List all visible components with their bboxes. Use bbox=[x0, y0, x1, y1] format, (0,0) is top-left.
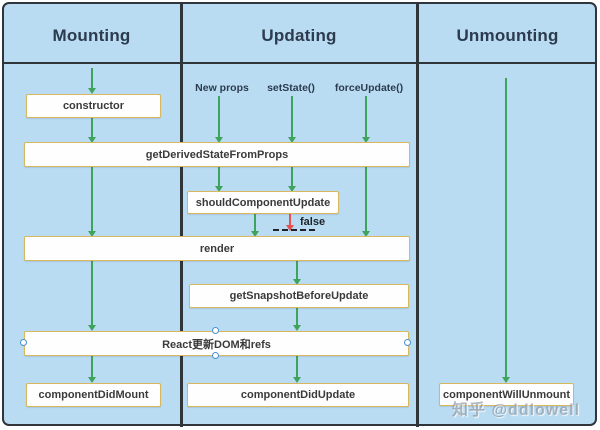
false-branch-dashed-line bbox=[273, 229, 315, 231]
arrow-forceupdate-to-gdsfp bbox=[362, 96, 370, 143]
node-constructor[interactable]: constructor bbox=[26, 94, 161, 118]
arrow-reactdom-to-componentdidmount bbox=[88, 356, 96, 383]
arrow-gdsfp-to-scu-right bbox=[288, 167, 296, 192]
header-separator-line bbox=[3, 62, 597, 64]
arrow-header-to-constructor bbox=[88, 68, 96, 94]
node-component-did-mount[interactable]: componentDidMount bbox=[26, 383, 161, 407]
arrow-render-to-gsbu bbox=[293, 261, 301, 285]
node-render[interactable]: render bbox=[24, 236, 410, 261]
arrow-gdsfp-to-render-mounting bbox=[88, 167, 96, 237]
column-header-unmounting: Unmounting bbox=[456, 26, 559, 45]
node-component-will-unmount[interactable]: componentWillUnmount bbox=[439, 383, 574, 406]
selection-handle-left[interactable] bbox=[20, 339, 27, 346]
arrow-render-to-reactdom-mounting bbox=[88, 261, 96, 331]
node-get-snapshot-before-update[interactable]: getSnapshotBeforeUpdate bbox=[189, 284, 409, 308]
arrow-scu-false-branch bbox=[286, 213, 294, 231]
arrow-forceupdate-to-render bbox=[362, 167, 370, 237]
column-divider-mounting-updating bbox=[180, 3, 183, 427]
trigger-label-forceupdate: forceUpdate() bbox=[334, 82, 404, 94]
watermark-text: 知乎 @ddlowell bbox=[452, 402, 581, 419]
selection-handle-bottom[interactable] bbox=[212, 352, 219, 359]
column-header-updating: Updating bbox=[261, 26, 337, 45]
false-branch-label: false bbox=[300, 216, 326, 228]
arrow-gsbu-to-reactdom bbox=[293, 308, 301, 331]
trigger-label-setstate: setState() bbox=[267, 82, 315, 94]
selection-handle-right[interactable] bbox=[404, 339, 411, 346]
arrow-constructor-to-gdsfp bbox=[88, 118, 96, 143]
node-react-updates-dom-and-refs[interactable]: React更新DOM和refs bbox=[24, 331, 409, 356]
arrow-unmounting-to-componentwillunmount bbox=[502, 78, 510, 383]
node-get-derived-state-from-props[interactable]: getDerivedStateFromProps bbox=[24, 142, 410, 167]
arrow-gdsfp-to-scu-left bbox=[215, 167, 223, 192]
selection-handle-top[interactable] bbox=[212, 327, 219, 334]
arrow-setstate-to-gdsfp bbox=[288, 96, 296, 143]
node-component-did-update[interactable]: componentDidUpdate bbox=[187, 383, 409, 407]
arrow-reactdom-to-componentdidupdate bbox=[293, 356, 301, 383]
arrow-scu-to-render bbox=[251, 214, 259, 237]
column-divider-updating-unmounting bbox=[416, 3, 419, 427]
node-should-component-update[interactable]: shouldComponentUpdate bbox=[187, 191, 339, 214]
trigger-label-new-props: New props bbox=[195, 82, 249, 94]
arrow-newprops-to-gdsfp bbox=[215, 96, 223, 143]
column-header-mounting: Mounting bbox=[52, 26, 131, 45]
